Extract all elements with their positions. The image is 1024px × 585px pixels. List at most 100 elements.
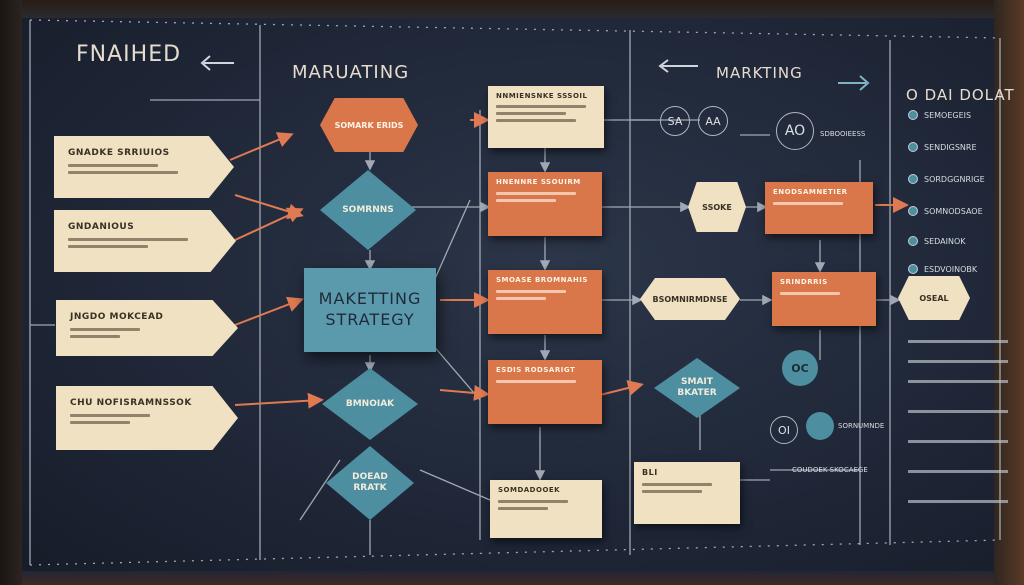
text-line [908,360,1008,363]
bullet-icon [908,142,918,152]
top-note: NNMIENSNKE SSSOIL [488,86,604,148]
header-center: MARUATING [292,62,410,83]
orange-box-1: HNENNRE SSOUIRM [488,172,602,236]
bottom-note-1-title: SOMDADOOEK [498,486,561,494]
diamond-4-label: SMAIT BKATER [677,377,717,398]
main-box-line2: STRATEGY [325,310,415,329]
tag-2-title: GNDANIOUS [68,222,135,232]
text-line [496,290,566,293]
tag-4-title: CHU NOFISRAMNSSOK [70,398,192,408]
circle-top-b: AA [698,106,728,136]
text-line [70,421,130,424]
text-line [68,164,158,167]
circle-top-c-label: SDBOOIEESS [820,130,866,138]
side-item-3: SORDGGNRIGE [908,174,1008,184]
tag-3-title: JNGDO MOKCEAD [70,312,164,322]
side-item-6-label: ESDVOINOBK [924,264,978,274]
circle-top-c: AO [776,112,814,150]
diamond-1-label: SOMRNNS [342,204,394,215]
orange-box-2: SMOASE BROMNAHIS [488,270,602,334]
circle-bottom-label-2: COUDOEK SKOCAEGE [792,466,868,474]
bottom-note-2-title: BLI [642,468,658,477]
hex-1: SSOKE [688,182,746,232]
text-line [496,192,576,195]
orange-box-5-title: SRINDRRIS [780,278,828,286]
text-line [496,105,586,108]
text-line [642,483,712,486]
frame-left [0,0,22,585]
text-line [908,380,1008,383]
orange-box-4: ENODSAMNETIER [765,182,873,234]
text-line [773,202,843,205]
frame-top [0,0,1024,18]
orange-box-3-title: ESDIS RODSARIGT [496,366,576,374]
text-line [498,500,568,503]
orange-box-4-title: ENODSAMNETIER [773,188,848,196]
circle-bottom-a: OI [770,416,798,444]
arrow-icon [200,55,234,71]
arrow-icon [658,59,698,73]
side-text-line [908,380,1008,383]
diamond-3-label: DOEAD RRATK [352,472,388,493]
bottom-note-2: BLI [634,462,740,524]
text-line [68,171,178,174]
text-line [70,414,150,417]
header-right: MARKTING [716,64,803,82]
circle-bottom-label: SORNUMNDE [838,422,885,430]
hex-2: BSOMNIRMDNSE [640,278,740,320]
text-line [496,112,566,115]
text-line [908,340,1008,343]
text-line [70,335,120,338]
bullet-icon [908,174,918,184]
text-line [498,507,548,510]
bullet-icon [908,236,918,246]
orange-box-3: ESDIS RODSARIGT [488,360,602,424]
side-item-4-label: SOMNODSAOE [924,206,983,216]
orange-box-2-title: SMOASE BROMNAHIS [496,276,588,284]
bullet-icon [908,206,918,216]
text-line [68,238,188,241]
orange-box-5: SRINDRRIS [772,272,876,326]
frame-bottom [0,571,1024,585]
side-item-2-label: SENDIGSNRE [924,142,977,152]
main-strategy-box: MAKETTING STRATEGY [304,268,436,352]
orange-box-1-title: HNENNRE SSOUIRM [496,178,581,186]
top-note-title: NNMIENSNKE SSSOIL [496,92,588,100]
side-item-2: SENDIGSNRE [908,142,1008,152]
text-line [496,119,576,122]
text-line [642,490,702,493]
side-text-line [908,500,1008,503]
bottom-note-1: SOMDADOOEK [490,480,602,538]
text-line [70,328,140,331]
side-text-line [908,410,1008,413]
side-text-line [908,470,1008,473]
main-box-line1: MAKETTING [318,289,422,309]
tag-3: JNGDO MOKCEAD [56,300,238,356]
bullet-icon [908,264,918,274]
frame-right [994,0,1024,585]
side-text-line [908,440,1008,443]
side-item-5-label: SEDAINOK [924,236,966,246]
side-item-4: SOMNODSAOE [908,206,1008,216]
diamond-2-label: BMNOIAK [345,398,395,409]
tag-1: GNADKE SRRIUIOS [54,136,234,198]
side-item-3-label: SORDGGNRIGE [924,174,985,184]
text-line [908,440,1008,443]
side-item-1: SEMOEGEIS [908,110,1008,120]
header-left: FNAIHED [76,42,182,67]
bullet-icon [908,110,918,120]
text-line [908,410,1008,413]
text-line [908,470,1008,473]
text-line [908,500,1008,503]
text-line [68,245,148,248]
hex-3: OSEAL [898,276,970,320]
side-item-6: ESDVOINOBK [908,264,1008,274]
text-line [496,199,556,202]
tag-2: GNDANIOUS [54,210,236,272]
tag-4: CHU NOFISRAMNSSOK [56,386,238,450]
circle-bottom-b [806,412,834,440]
circle-top-a: SA [660,106,690,136]
side-text-line [908,360,1008,363]
